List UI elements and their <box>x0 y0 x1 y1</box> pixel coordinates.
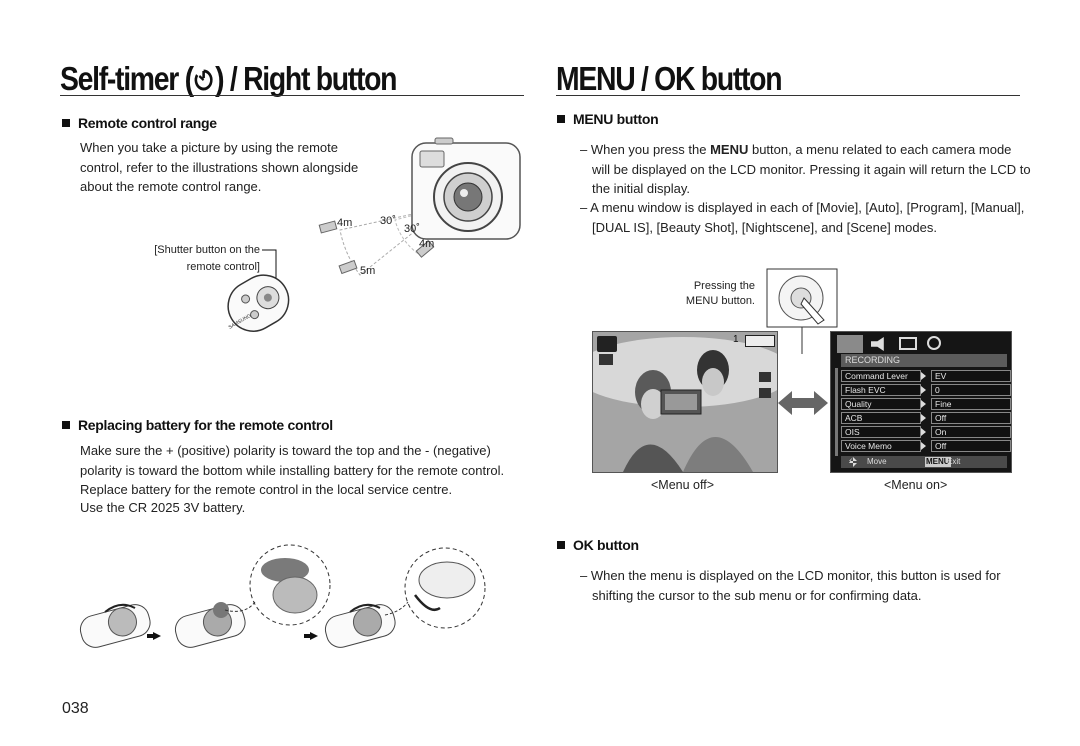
menu-scrollbar[interactable] <box>835 368 838 456</box>
menu-key-badge: MENU <box>925 457 951 467</box>
menu-button-closeup <box>766 268 838 354</box>
menu-row-command-lever[interactable]: Command Lever EV <box>841 370 1011 382</box>
ok-item: – When the menu is displayed on the LCD … <box>580 568 1001 603</box>
remote-text: When you take a picture by using the rem… <box>80 140 359 194</box>
move-arrows-icon <box>849 457 857 467</box>
lcd-menu-off-photo <box>593 332 777 472</box>
menu-item-1: – When you press the MENU button, a menu… <box>580 142 1031 196</box>
caption-menu-off: <Menu off> <box>651 478 715 492</box>
menu-row-acb[interactable]: ACB Off <box>841 412 1011 424</box>
section-heading-remote: Remote control range <box>62 115 217 131</box>
range-label-4m-a: 4m <box>337 217 353 229</box>
page-title-self-timer: Self-timer () / Right button <box>60 60 398 97</box>
page-number: 038 <box>62 700 89 717</box>
range-label-4m-b: 4m <box>419 238 435 250</box>
shot-counter: 1 <box>733 334 739 345</box>
menu-footer: Move MENU Exit <box>841 456 1007 468</box>
section-heading-ok: OK button <box>557 537 639 553</box>
lcd-menu-on-screen: RECORDING Command Lever EV Flash EVC 0 Q… <box>830 331 1012 473</box>
ois-icon <box>759 388 771 398</box>
menu-row-flash-evc[interactable]: Flash EVC 0 <box>841 384 1011 396</box>
battery-replacement-illustration <box>79 544 486 648</box>
lcd-menu-off-screen: 1 <box>592 331 778 473</box>
menu-row-voice-memo[interactable]: Voice Memo Off <box>841 440 1011 452</box>
title-rule-right <box>556 95 1020 96</box>
section-heading-battery: Replacing battery for the remote control <box>62 417 333 433</box>
page-title-menu-ok: MENU / OK button <box>556 60 783 97</box>
camera-tab-icon <box>837 335 863 353</box>
shutter-label-line2: remote control] <box>186 261 260 273</box>
camera-range-illustration <box>318 137 521 276</box>
display-tab-icon <box>899 337 917 350</box>
focus-icon <box>759 372 771 382</box>
section-heading-menu: MENU button <box>557 111 659 127</box>
menu-row-quality[interactable]: Quality Fine <box>841 398 1011 410</box>
range-label-30-b: 30˚ <box>404 223 420 235</box>
pressing-label: Pressing the MENU button. <box>685 280 755 307</box>
menu-row-ois[interactable]: OIS On <box>841 426 1011 438</box>
remote-control-illustration: SAMSUNG <box>227 249 290 332</box>
camera-mode-icon <box>597 336 617 352</box>
caption-menu-on: <Menu on> <box>884 478 948 492</box>
range-label-5m: 5m <box>360 265 376 277</box>
battery-level-icon <box>745 335 775 347</box>
shutter-label-line1: [Shutter button on the <box>154 244 260 256</box>
menu-item-2: – A menu window is displayed in each of … <box>580 200 1025 235</box>
battery-note: Use the CR 2025 3V battery. <box>80 500 246 515</box>
battery-text: Make sure the + (positive) polarity is t… <box>80 443 505 497</box>
flash-mode-icon <box>599 354 613 365</box>
toggle-arrow-icon <box>778 391 828 415</box>
range-label-30-a: 30˚ <box>380 215 396 227</box>
sound-tab-icon <box>871 337 884 351</box>
settings-tab-icon <box>927 336 941 350</box>
title-rule-left <box>60 95 524 96</box>
menu-category-label: RECORDING <box>841 354 1007 367</box>
timer-icon <box>193 63 215 91</box>
